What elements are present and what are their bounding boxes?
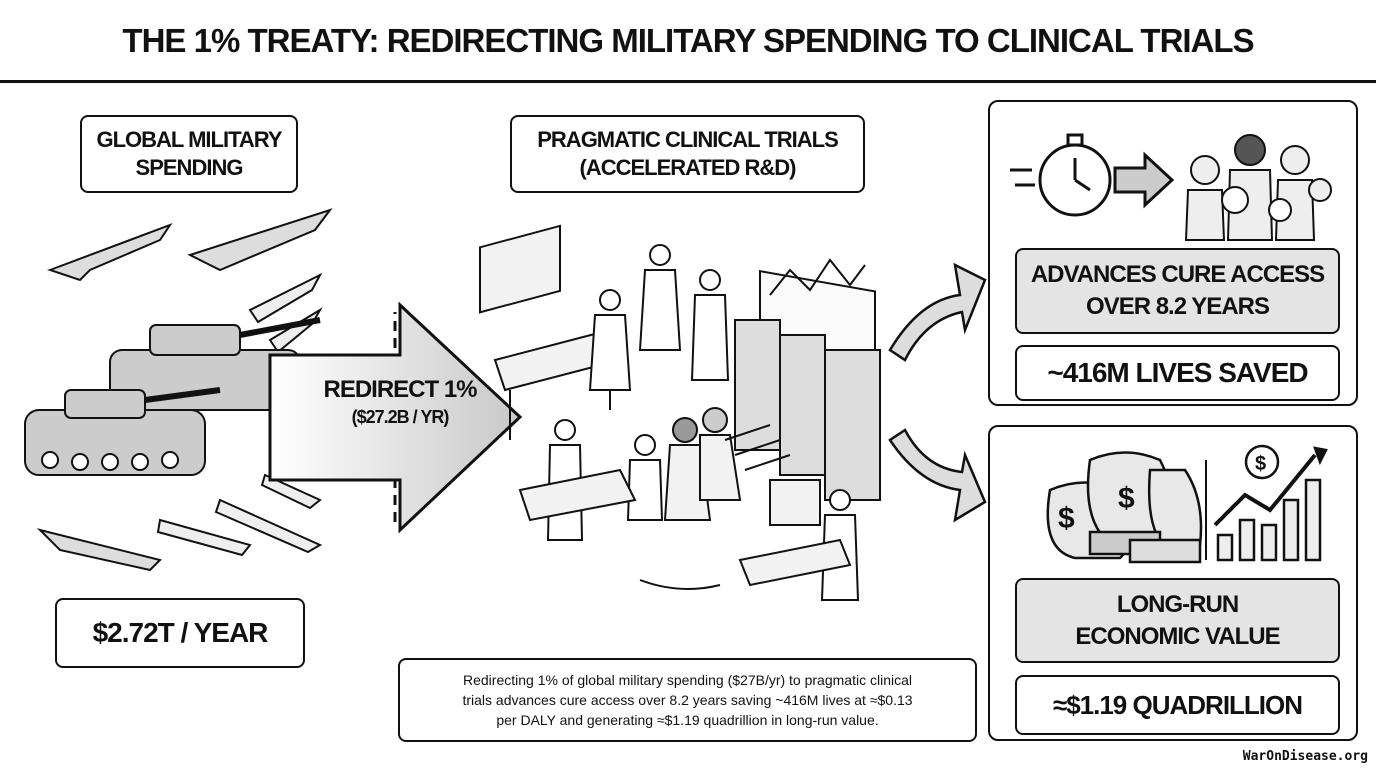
redirect-line2: ($27.2B / YR) xyxy=(351,407,450,427)
fighter-jet-icon xyxy=(36,208,333,572)
summary-caption: Redirecting 1% of global military spendi… xyxy=(398,658,977,742)
military-illustration xyxy=(24,208,333,572)
military-label-line1: GLOBAL MILITARY xyxy=(96,127,282,152)
page-title: THE 1% TREATY: REDIRECTING MILITARY SPEN… xyxy=(122,22,1254,59)
growth-chart-icon: $ xyxy=(1213,444,1328,562)
military-label-box: GLOBAL MILITARY SPENDING xyxy=(80,115,298,193)
military-label-line2: SPENDING xyxy=(135,155,244,180)
trials-label-line1: PRAGMATIC CLINICAL TRIALS xyxy=(537,127,838,152)
caption-line3: per DALY and generating ≈$1.19 quadrilli… xyxy=(496,712,879,728)
caption-line1: Redirecting 1% of global military spendi… xyxy=(463,672,912,688)
people-group-icon xyxy=(1184,134,1332,241)
cure-access-line1: ADVANCES CURE ACCESS xyxy=(1030,261,1325,288)
outcome-arrows xyxy=(888,262,987,523)
title-divider xyxy=(0,80,1376,83)
svg-text:$: $ xyxy=(1118,482,1135,515)
economic-value-label-box: LONG-RUN ECONOMIC VALUE xyxy=(1015,578,1340,663)
cure-access-line2: OVER 8.2 YEARS xyxy=(1086,293,1270,320)
tank-icon xyxy=(24,317,321,476)
money-bag-icon: $ $ xyxy=(1046,451,1203,564)
cure-access-illustration xyxy=(1010,133,1332,241)
military-amount: $2.72T / YEAR xyxy=(92,617,269,648)
svg-text:$: $ xyxy=(1255,453,1266,475)
redirect-label: REDIRECT 1% ($27.2B / YR) xyxy=(300,375,500,429)
svg-text:$: $ xyxy=(1058,502,1075,535)
military-amount-box: $2.72T / YEAR xyxy=(55,598,305,668)
lives-saved-box: ~416M LIVES SAVED xyxy=(1015,345,1340,401)
cure-access-label-box: ADVANCES CURE ACCESS OVER 8.2 YEARS xyxy=(1015,248,1340,334)
trials-label-line2: (ACCELERATED R&D) xyxy=(579,155,796,180)
economic-value-line1: LONG-RUN xyxy=(1116,590,1239,618)
economic-illustration: $ $ $ xyxy=(1046,444,1328,564)
redirect-arrow xyxy=(268,301,523,534)
lives-saved-value: ~416M LIVES SAVED xyxy=(1047,357,1308,388)
footer-site-link[interactable]: WarOnDisease.org xyxy=(1242,749,1368,764)
lab-illustration xyxy=(479,224,881,601)
caption-line2: trials advances cure access over 8.2 yea… xyxy=(462,692,913,708)
economic-value-line2: ECONOMIC VALUE xyxy=(1075,622,1280,650)
stopwatch-icon xyxy=(1010,133,1175,217)
economic-value-amount-box: ≈$1.19 QUADRILLION xyxy=(1015,675,1340,735)
trials-label-box: PRAGMATIC CLINICAL TRIALS (ACCELERATED R… xyxy=(510,115,865,193)
redirect-line1: REDIRECT 1% xyxy=(323,376,477,403)
economic-value-amount: ≈$1.19 QUADRILLION xyxy=(1052,690,1303,720)
